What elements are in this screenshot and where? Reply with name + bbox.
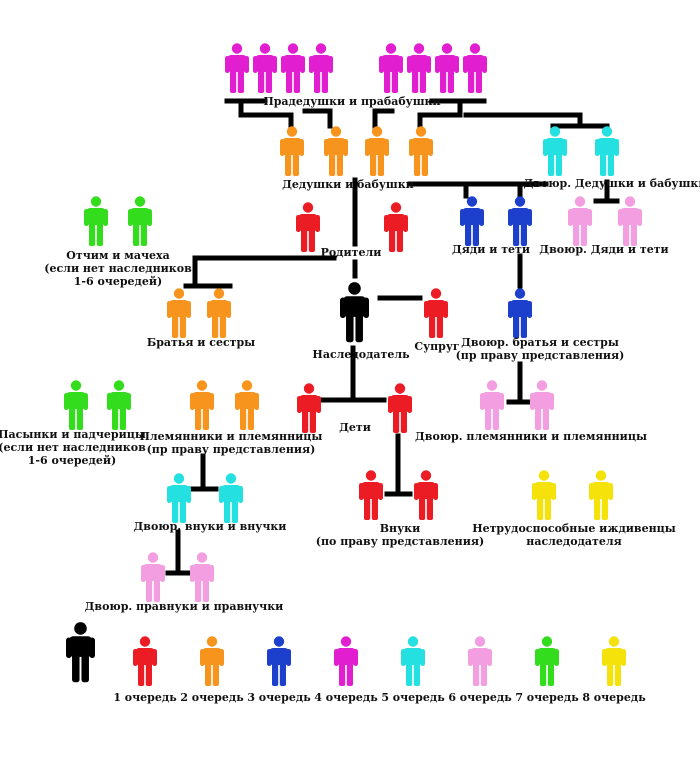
great-grandparent-figure (225, 43, 249, 93)
legend-queue6-figure (468, 636, 492, 686)
heir-figure (340, 282, 369, 343)
cousin-grandchild-figure (219, 473, 243, 523)
siblings-label: Братья и сестры (147, 336, 255, 349)
dependents-label-line1: Нетрудоспособные иждивенцы (472, 522, 676, 535)
grandchildren-label-line1: Внуки (380, 522, 421, 535)
cousin-grandparent-figure (543, 126, 567, 176)
grandchild-figure (414, 470, 438, 520)
spouse-figure (424, 288, 448, 338)
nephew-figure (190, 380, 214, 430)
child-figure (388, 383, 412, 433)
great-grandparent-figure (407, 43, 431, 93)
cousin-great-grandchild-figure (190, 552, 214, 602)
uncle-aunt-figure (460, 196, 484, 246)
connector-lines (165, 98, 620, 576)
stepparent-figure (128, 196, 152, 246)
stepparents-label-line2: (если нет наследников (44, 262, 192, 275)
legend-queue5-figure (401, 636, 425, 686)
legend-queue2-figure (200, 636, 224, 686)
cousin-uncle-aunt-figure (618, 196, 642, 246)
great-grandparent-figure (281, 43, 305, 93)
stepparent-figure (84, 196, 108, 246)
parent-figure (384, 202, 408, 252)
grandchildren-label-line2: (по праву представления) (316, 535, 484, 548)
children-label: Дети (339, 421, 371, 434)
cousins-label-line2: (пр праву представления) (456, 349, 625, 362)
great-grandparent-figure (463, 43, 487, 93)
great-grandparent-figure (379, 43, 403, 93)
spouse-label: Супруг (414, 340, 460, 353)
grandparent-figure (409, 126, 433, 176)
stepparents-label-line1: Отчим и мачеха (66, 249, 169, 262)
dependents-label-line2: наследодателя (526, 535, 621, 548)
cousin-nephews-label: Двоюр. племянники и племянницы (415, 430, 647, 443)
cousin-nephew-figure (530, 380, 554, 430)
nephew-figure (235, 380, 259, 430)
grandchild-figure (359, 470, 383, 520)
uncles-aunts-label: Дяди и тети (452, 243, 530, 256)
uncle-aunt-figure (508, 196, 532, 246)
great-grandparents-label: Прадедушки и прабабушки (263, 95, 440, 108)
stepparents-label-line3: 1-6 очередей) (74, 275, 162, 288)
stepchildren-label-line2: (если нет наследников (0, 441, 146, 454)
legend-queue3-label: 3 очередь (247, 691, 311, 704)
parents-label: Родители (321, 246, 382, 259)
legend-queue4-figure (334, 636, 358, 686)
stepchild-figure (107, 380, 131, 430)
cousins-label-line1: Двоюр. братья и сестры (461, 336, 619, 349)
stepchildren-label-line1: Пасынки и падчерицы (0, 428, 146, 441)
grandparent-figure (365, 126, 389, 176)
dependent-figure (532, 470, 556, 520)
legend-queue8-figure (602, 636, 626, 686)
legend-queue2-label: 2 очередь (180, 691, 244, 704)
legend-queue4-label: 4 очередь (314, 691, 378, 704)
cousin-grandchild-figure (167, 473, 191, 523)
heir-label: Наследодатель (312, 348, 410, 361)
cousin-grandchildren-label: Двоюр. внуки и внучки (134, 520, 287, 533)
grandparent-figure (324, 126, 348, 176)
cousin-great-grandchildren-label: Двоюр. правнуки и правнучки (85, 600, 284, 613)
legend-queue5-label: 5 очередь (381, 691, 445, 704)
cousin-grandparents-label: Двоюр. Дедушки и бабушки (523, 177, 700, 190)
sibling-figure (207, 288, 231, 338)
cousin-great-grandchild-figure (141, 552, 165, 602)
cousin-figure (508, 288, 532, 338)
legend-queue1-figure (133, 636, 157, 686)
child-figure (297, 383, 321, 433)
nephews-label-line1: Племянники и племянницы (140, 430, 323, 443)
legend-queue8-label: 8 очередь (582, 691, 646, 704)
great-grandparent-figure (253, 43, 277, 93)
dependent-figure (589, 470, 613, 520)
stepchildren-label-line3: 1-6 очередей) (28, 454, 116, 467)
nephews-label-line2: (пр праву представления) (147, 443, 316, 456)
legend-queue1-label: 1 очередь (113, 691, 177, 704)
legend-queue7-figure (535, 636, 559, 686)
cousin-nephew-figure (480, 380, 504, 430)
grandparents-label: Дедушки и бабушки (282, 178, 414, 191)
legend-heir-figure (66, 622, 95, 683)
legend-queue6-label: 6 очередь (448, 691, 512, 704)
grandparent-figure (280, 126, 304, 176)
legend-queue3-figure (267, 636, 291, 686)
great-grandparent-figure (435, 43, 459, 93)
cousin-uncle-aunt-figure (568, 196, 592, 246)
stepchild-figure (64, 380, 88, 430)
sibling-figure (167, 288, 191, 338)
legend-queue7-label: 7 очередь (515, 691, 579, 704)
cousin-grandparent-figure (595, 126, 619, 176)
great-grandparent-figure (309, 43, 333, 93)
cousin-uncles-aunts-label: Двоюр. Дяди и тети (539, 243, 668, 256)
parent-figure (296, 202, 320, 252)
